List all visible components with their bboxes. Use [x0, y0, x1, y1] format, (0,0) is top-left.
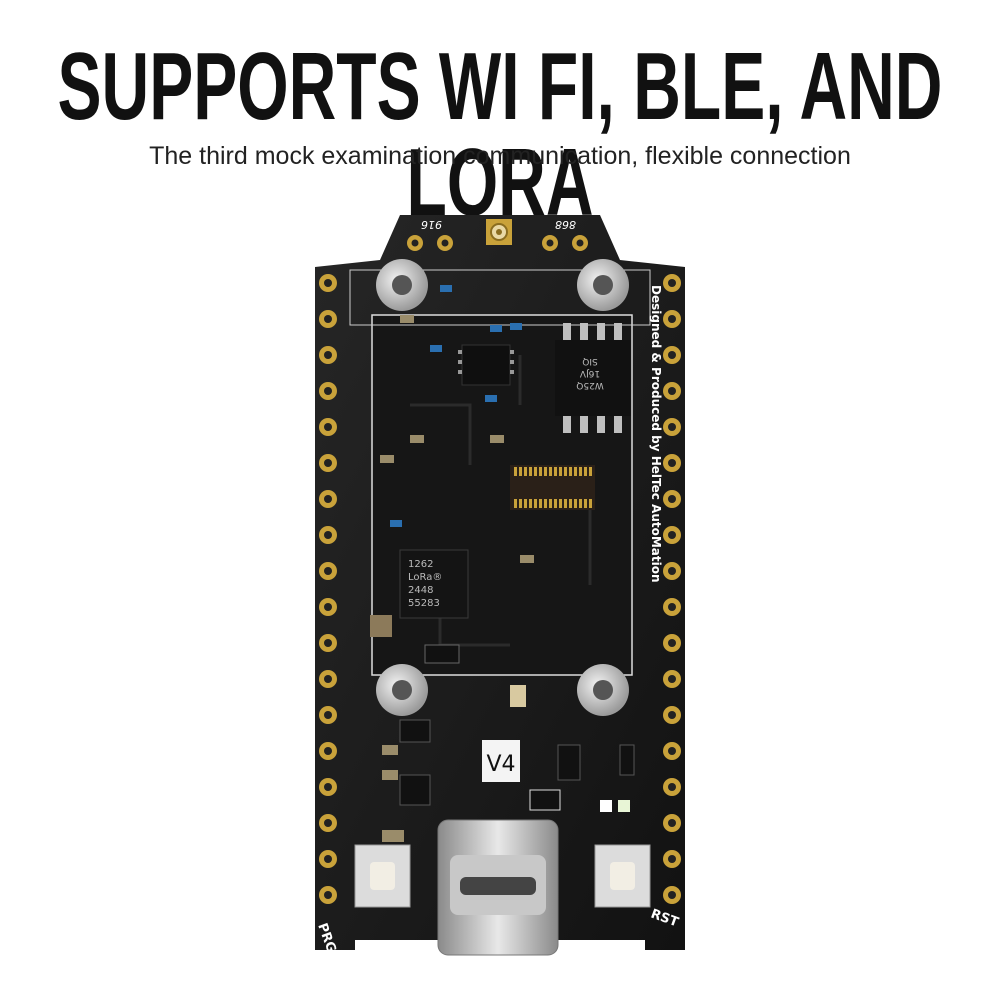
connector-pin [539, 499, 542, 508]
mounting-screw-bottom-right [577, 664, 629, 716]
connector-pin [534, 499, 537, 508]
connector-pin [549, 467, 552, 476]
mounting-screw-bottom-left [376, 664, 428, 716]
connector-pin [579, 467, 582, 476]
connector-pin [589, 467, 592, 476]
connector-pin [574, 467, 577, 476]
connector-pin [579, 499, 582, 508]
small-chip [458, 344, 514, 386]
connector-pin [564, 499, 567, 508]
top-left-label: 916 [421, 218, 442, 231]
connector-pin [524, 467, 527, 476]
lora-chip: 1262 LoRa® 2448 55283 [399, 549, 469, 619]
display-connector [510, 465, 595, 510]
mounting-screw-top-left [376, 259, 428, 311]
connector-pin [534, 467, 537, 476]
svg-text:LoRa®: LoRa® [408, 572, 442, 583]
headline: SUPPORTS WI FI, BLE, AND LORA [57, 32, 943, 236]
connector-pin [539, 467, 542, 476]
usb-c-port [437, 819, 559, 956]
connector-pin [584, 467, 587, 476]
svg-text:W25Q: W25Q [576, 380, 603, 390]
version-label-box: V4 [482, 740, 520, 782]
svg-text:2448: 2448 [408, 585, 433, 596]
connector-pin [559, 467, 562, 476]
connector-pin [564, 467, 567, 476]
connector-pin [584, 499, 587, 508]
svg-text:1262: 1262 [408, 559, 433, 570]
version-label: V4 [486, 752, 515, 777]
connector-pin [574, 499, 577, 508]
connector-pin [544, 467, 547, 476]
connector-pin [569, 467, 572, 476]
flash-chip: W25Q 16JV SIQ [555, 323, 631, 433]
svg-text:55283: 55283 [408, 598, 440, 609]
product-photo: 916 868 [290, 205, 710, 975]
connector-pin [589, 499, 592, 508]
connector-pin [529, 499, 532, 508]
silkscreen-manufacturer: Designed & Produced by HelTec AutoMation [649, 285, 663, 583]
connector-pin [569, 499, 572, 508]
connector-pin [554, 467, 557, 476]
connector-pin [559, 499, 562, 508]
dev-board-illustration: 916 868 [314, 215, 685, 956]
connector-pin [554, 499, 557, 508]
antenna-connector [486, 219, 512, 245]
connector-pin [524, 499, 527, 508]
svg-text:16JV: 16JV [579, 368, 600, 378]
connector-pin [549, 499, 552, 508]
subheadline: The third mock examination communication… [149, 142, 851, 170]
connector-pin [544, 499, 547, 508]
top-right-label: 868 [555, 218, 576, 231]
connector-pin [514, 499, 517, 508]
rst-button [594, 844, 651, 908]
connector-pin [514, 467, 517, 476]
connector-pin [519, 499, 522, 508]
smd-components [370, 285, 635, 842]
connector-pin [519, 467, 522, 476]
left-header-pins [319, 274, 337, 904]
svg-text:SIQ: SIQ [582, 356, 597, 366]
prg-button [354, 844, 411, 908]
mounting-screw-top-right [577, 259, 629, 311]
connector-pin [529, 467, 532, 476]
right-header-pins [663, 274, 681, 904]
